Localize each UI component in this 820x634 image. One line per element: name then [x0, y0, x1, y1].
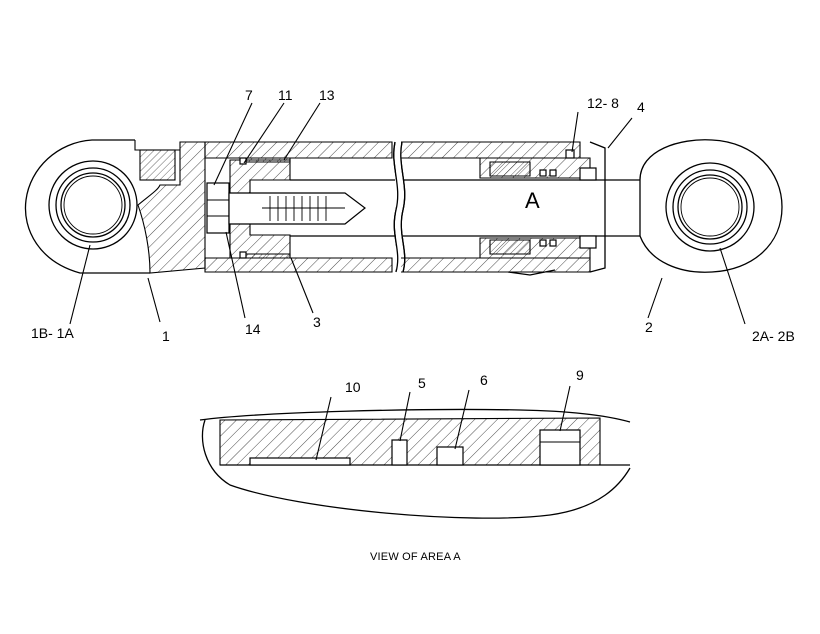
callout-1b-1a: 1B- 1A	[31, 325, 74, 341]
piston-rod	[290, 179, 641, 237]
callout-2: 2	[645, 319, 653, 335]
callout-13: 13	[319, 87, 335, 103]
thread-marks	[262, 196, 345, 221]
callout-7: 7	[245, 87, 253, 103]
callout-9: 9	[576, 367, 584, 383]
callout-4: 4	[637, 99, 645, 115]
leader-lines	[69, 102, 746, 461]
callout-1: 1	[162, 328, 170, 344]
detail-caption: VIEW OF AREA A	[370, 551, 461, 563]
callout-3: 3	[313, 314, 321, 330]
callout-14: 14	[245, 321, 261, 337]
gland-assembly	[479, 141, 606, 276]
right-eye-mount	[639, 139, 783, 273]
callout-12-8: 12- 8	[587, 95, 619, 111]
left-eye-mount	[24, 139, 150, 274]
callout-2a-2b: 2A- 2B	[752, 328, 795, 344]
callout-10: 10	[345, 379, 361, 395]
head-body	[134, 140, 206, 274]
callout-11: 11	[278, 87, 293, 103]
piston-assembly	[206, 157, 366, 259]
detail-view-area-a	[199, 408, 631, 519]
callout-6: 6	[480, 372, 488, 388]
area-letter: A	[525, 188, 540, 213]
callout-5: 5	[418, 375, 426, 391]
